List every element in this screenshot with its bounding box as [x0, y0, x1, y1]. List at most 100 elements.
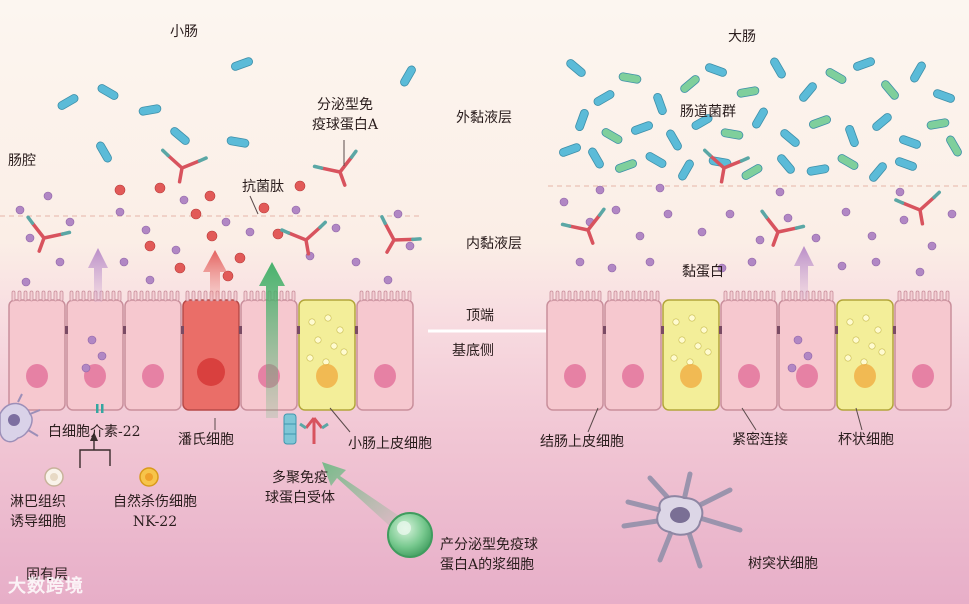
colon-nucleus — [622, 364, 644, 388]
mucin-dot — [171, 245, 181, 255]
basolateral-label: 基底侧 — [452, 343, 494, 359]
bacterium — [837, 154, 859, 170]
small-nucleus — [142, 364, 164, 388]
small-tight-junction — [65, 326, 68, 334]
mucin-dot — [81, 363, 91, 373]
small-microvillus — [47, 290, 52, 302]
bacterium — [705, 63, 727, 77]
mucin-dot — [787, 363, 797, 373]
bacterium — [566, 59, 586, 77]
colon-cell — [546, 299, 604, 411]
small-microvillus — [365, 290, 370, 302]
colon-goblet-granule — [844, 354, 852, 362]
small-goblet-granule — [308, 318, 316, 326]
bacterium — [720, 128, 744, 140]
colon-microvillus — [811, 290, 816, 302]
colon-microvillus — [741, 290, 746, 302]
mucin-dot — [559, 197, 569, 207]
small-microvillus — [157, 290, 162, 302]
colon-nucleus — [796, 364, 818, 388]
bacterium — [691, 114, 713, 130]
small-microvillus — [105, 290, 110, 302]
small-microvillus — [87, 290, 92, 302]
mucin-dot — [841, 207, 851, 217]
bacterium — [777, 154, 795, 174]
mucin-dot — [595, 185, 605, 195]
small-tight-junction — [181, 326, 184, 334]
colon-microvillus — [643, 290, 648, 302]
dendritic-cell — [621, 471, 743, 569]
small-microvillus — [139, 290, 144, 302]
bacterium — [575, 109, 589, 131]
mucin-dot — [927, 241, 937, 251]
iga-antibody — [26, 215, 72, 253]
small-cell — [66, 299, 124, 411]
poly-ig-receptor-label-line2: 球蛋白受体 — [265, 490, 335, 506]
mucin-dot — [725, 209, 735, 219]
mucin-dot — [393, 209, 403, 219]
bacterium — [881, 80, 899, 100]
bacterium — [57, 94, 79, 110]
inner-mucus-label: 内黏液层 — [466, 236, 522, 252]
colon-goblet-granule — [672, 318, 680, 326]
mucin-dot — [351, 257, 361, 267]
bacterium — [825, 68, 847, 84]
antibody-chain — [567, 213, 602, 245]
bacterium — [601, 128, 623, 144]
apical-label: 顶端 — [466, 308, 494, 324]
antibody-chain — [764, 215, 799, 247]
small-microvillus — [17, 290, 22, 302]
colon-goblet-granule — [852, 336, 860, 344]
mucin-dot — [43, 191, 53, 201]
il22-arrowhead — [90, 432, 98, 441]
iga-antibody — [703, 148, 750, 184]
mucin-dot — [645, 257, 655, 267]
label-pointers — [214, 140, 863, 433]
colon-cell — [894, 299, 952, 411]
bacterium — [872, 113, 892, 131]
watermark: 大数跨境 — [8, 576, 84, 597]
colon-microvillus — [607, 290, 612, 302]
colon-microvillus — [579, 290, 584, 302]
antimicrobial-peptide-dot — [144, 240, 156, 252]
mucin-secretion-arrow-right — [794, 246, 814, 300]
small-goblet-granule — [330, 342, 338, 350]
mucin-secretion-arrow-left — [88, 248, 108, 302]
small-microvillus — [401, 290, 406, 302]
small-microvillus — [197, 290, 202, 302]
bacterium — [736, 86, 760, 98]
iga-antibody — [760, 209, 806, 247]
bacterium — [400, 65, 416, 87]
bacterium — [678, 159, 694, 181]
mucin-dot — [25, 233, 35, 243]
nk22-label-line2: NK-22 — [132, 514, 178, 530]
bacterium — [809, 115, 831, 129]
nk22-nucleus — [145, 473, 153, 481]
lymphoid-inducer-label-line2: 诱导细胞 — [10, 514, 66, 530]
small-microvillus — [383, 290, 388, 302]
mucin-dot — [895, 187, 905, 197]
mucin-dot — [87, 335, 97, 345]
colon-epithelial-label: 结肠上皮细胞 — [540, 434, 624, 450]
colon-microvillus — [945, 290, 950, 302]
colon-microvillus — [823, 290, 828, 302]
bacterium — [618, 72, 642, 84]
colon-microvillus — [631, 290, 636, 302]
mucin-dot — [899, 215, 909, 225]
iga-antibody — [380, 215, 422, 254]
colon-microvillus — [915, 290, 920, 302]
small-cell — [182, 299, 240, 411]
small-nucleus — [26, 364, 48, 388]
small-microvillus — [53, 290, 58, 302]
colon-microvillus — [765, 290, 770, 302]
small-microvillus — [359, 290, 364, 302]
bacterium — [926, 118, 950, 130]
bacterium — [96, 141, 112, 163]
paneth-cell-label: 潘氏细胞 — [178, 432, 234, 448]
colon-microvillus — [771, 290, 776, 302]
antibody-tip — [894, 190, 941, 205]
colon-goblet-granule — [704, 348, 712, 356]
colon-microvillus — [637, 290, 642, 302]
small-tight-junction — [355, 326, 358, 334]
colon-microvillus — [921, 290, 926, 302]
